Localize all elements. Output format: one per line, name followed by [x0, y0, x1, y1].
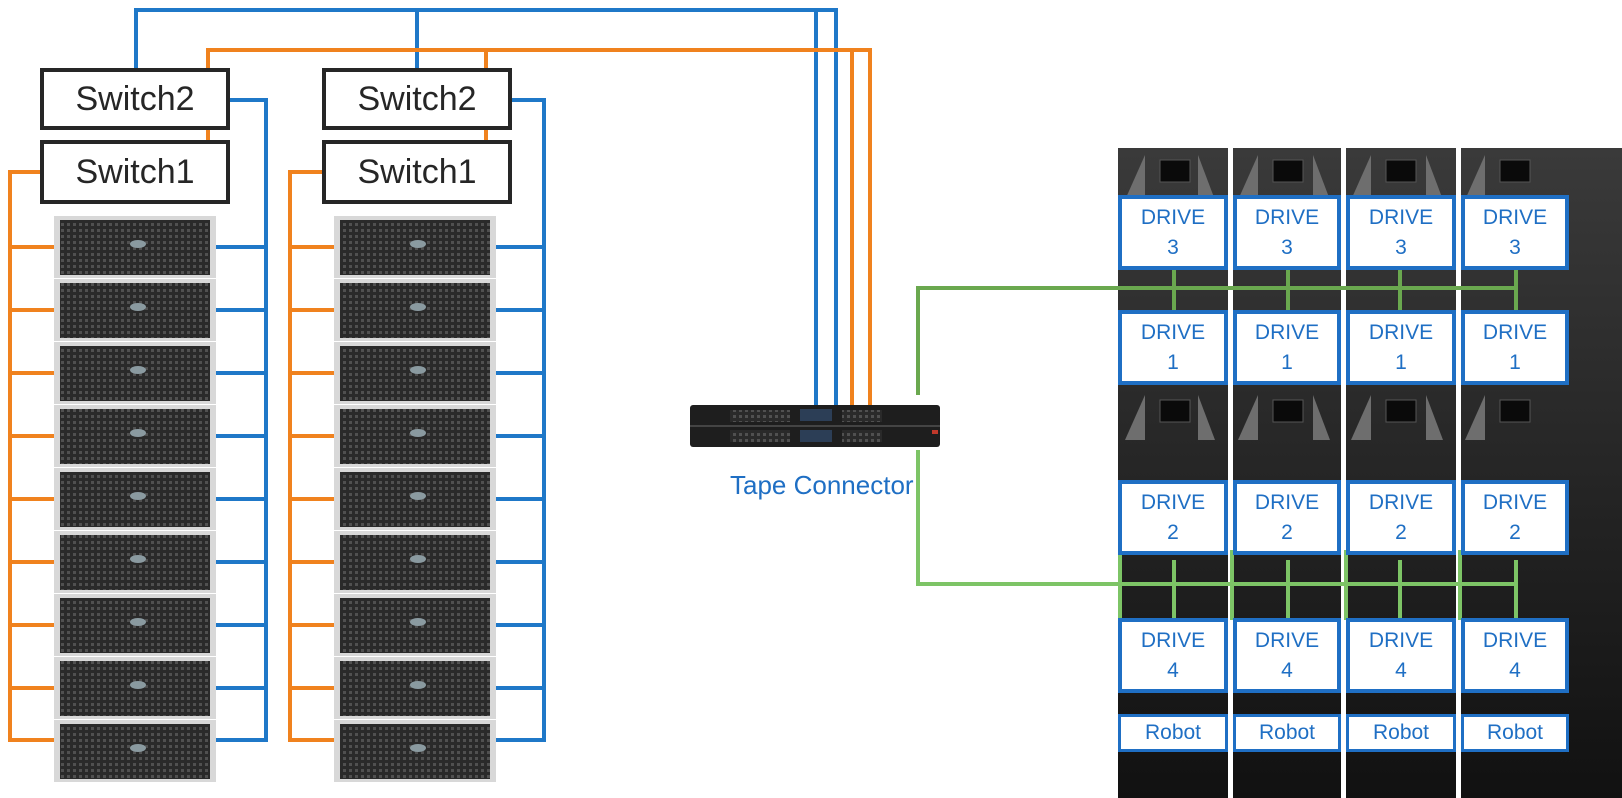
drive-word: DRIVE	[1140, 205, 1206, 229]
tape-connector-label: Tape Connector	[730, 470, 914, 500]
drive-word: DRIVE	[1254, 320, 1320, 344]
green-san-cable-top	[916, 266, 1518, 395]
drive-box: DRIVE 2	[1461, 480, 1569, 555]
drive-number: 1	[1509, 350, 1521, 374]
server-unit	[334, 531, 496, 593]
robot-box: Robot	[1461, 714, 1569, 752]
robot-box: Robot	[1346, 714, 1456, 752]
server-unit	[54, 342, 216, 404]
orange-server-cables-left	[8, 170, 54, 742]
server-unit	[334, 405, 496, 467]
drive-word: DRIVE	[1482, 628, 1548, 652]
server-unit	[334, 657, 496, 719]
drive-box: DRIVE 4	[1346, 618, 1456, 693]
server-rack-right	[334, 216, 496, 782]
robot-box: Robot	[1233, 714, 1341, 752]
switch2-right: Switch2	[322, 68, 512, 130]
drive-word: DRIVE	[1140, 490, 1206, 514]
server-unit	[54, 468, 216, 530]
switch1-right: Switch1	[322, 140, 512, 204]
drive-number: 4	[1395, 658, 1407, 682]
drive-box: DRIVE 3	[1233, 195, 1341, 270]
drive-box: DRIVE 3	[1118, 195, 1228, 270]
drive-box: DRIVE 3	[1346, 195, 1456, 270]
blue-uplink-cables	[134, 8, 838, 405]
switch1-left: Switch1	[40, 140, 230, 204]
server-unit	[334, 216, 496, 278]
drive-box: DRIVE 2	[1346, 480, 1456, 555]
blue-server-cables-right	[496, 98, 546, 742]
server-unit	[54, 657, 216, 719]
drive-number: 3	[1509, 235, 1521, 259]
server-unit	[334, 720, 496, 782]
drive-box: DRIVE 4	[1233, 618, 1341, 693]
drive-word: DRIVE	[1140, 320, 1206, 344]
drive-word: DRIVE	[1140, 628, 1206, 652]
drive-word: DRIVE	[1482, 205, 1548, 229]
drive-box: DRIVE 2	[1233, 480, 1341, 555]
green-san-cable-bottom	[916, 450, 1518, 620]
drive-number: 2	[1281, 520, 1293, 544]
robot-box: Robot	[1118, 714, 1228, 752]
drive-word: DRIVE	[1368, 490, 1434, 514]
drive-box: DRIVE 4	[1461, 618, 1569, 693]
server-unit	[334, 342, 496, 404]
drive-box: DRIVE 2	[1118, 480, 1228, 555]
drive-word: DRIVE	[1482, 320, 1548, 344]
drive-number: 2	[1167, 520, 1179, 544]
tape-connector-device	[690, 405, 940, 447]
blue-server-cables-left	[216, 98, 268, 742]
server-unit	[334, 279, 496, 341]
drive-word: DRIVE	[1368, 628, 1434, 652]
drive-number: 4	[1281, 658, 1293, 682]
server-unit	[334, 468, 496, 530]
drive-number: 4	[1509, 658, 1521, 682]
server-unit	[54, 216, 216, 278]
drive-number: 1	[1167, 350, 1179, 374]
drive-word: DRIVE	[1368, 320, 1434, 344]
server-rack-left	[54, 216, 216, 782]
server-unit	[54, 405, 216, 467]
drive-box: DRIVE 1	[1118, 310, 1228, 385]
drive-number: 4	[1167, 658, 1179, 682]
drive-word: DRIVE	[1254, 628, 1320, 652]
drive-word: DRIVE	[1254, 490, 1320, 514]
drive-box: DRIVE 1	[1346, 310, 1456, 385]
orange-uplink-cables	[206, 48, 872, 415]
drive-number: 3	[1281, 235, 1293, 259]
drive-box: DRIVE 3	[1461, 195, 1569, 270]
drive-number: 3	[1395, 235, 1407, 259]
drive-box: DRIVE 4	[1118, 618, 1228, 693]
drive-number: 1	[1281, 350, 1293, 374]
drive-number: 2	[1395, 520, 1407, 544]
drive-number: 3	[1167, 235, 1179, 259]
server-unit	[54, 279, 216, 341]
drive-word: DRIVE	[1368, 205, 1434, 229]
drive-number: 1	[1395, 350, 1407, 374]
orange-server-cables-right	[288, 170, 334, 742]
drive-word: DRIVE	[1482, 490, 1548, 514]
server-unit	[54, 531, 216, 593]
server-unit	[54, 594, 216, 656]
drive-box: DRIVE 1	[1233, 310, 1341, 385]
server-unit	[54, 720, 216, 782]
server-unit	[334, 594, 496, 656]
drive-number: 2	[1509, 520, 1521, 544]
drive-word: DRIVE	[1254, 205, 1320, 229]
drive-box: DRIVE 1	[1461, 310, 1569, 385]
switch2-left: Switch2	[40, 68, 230, 130]
